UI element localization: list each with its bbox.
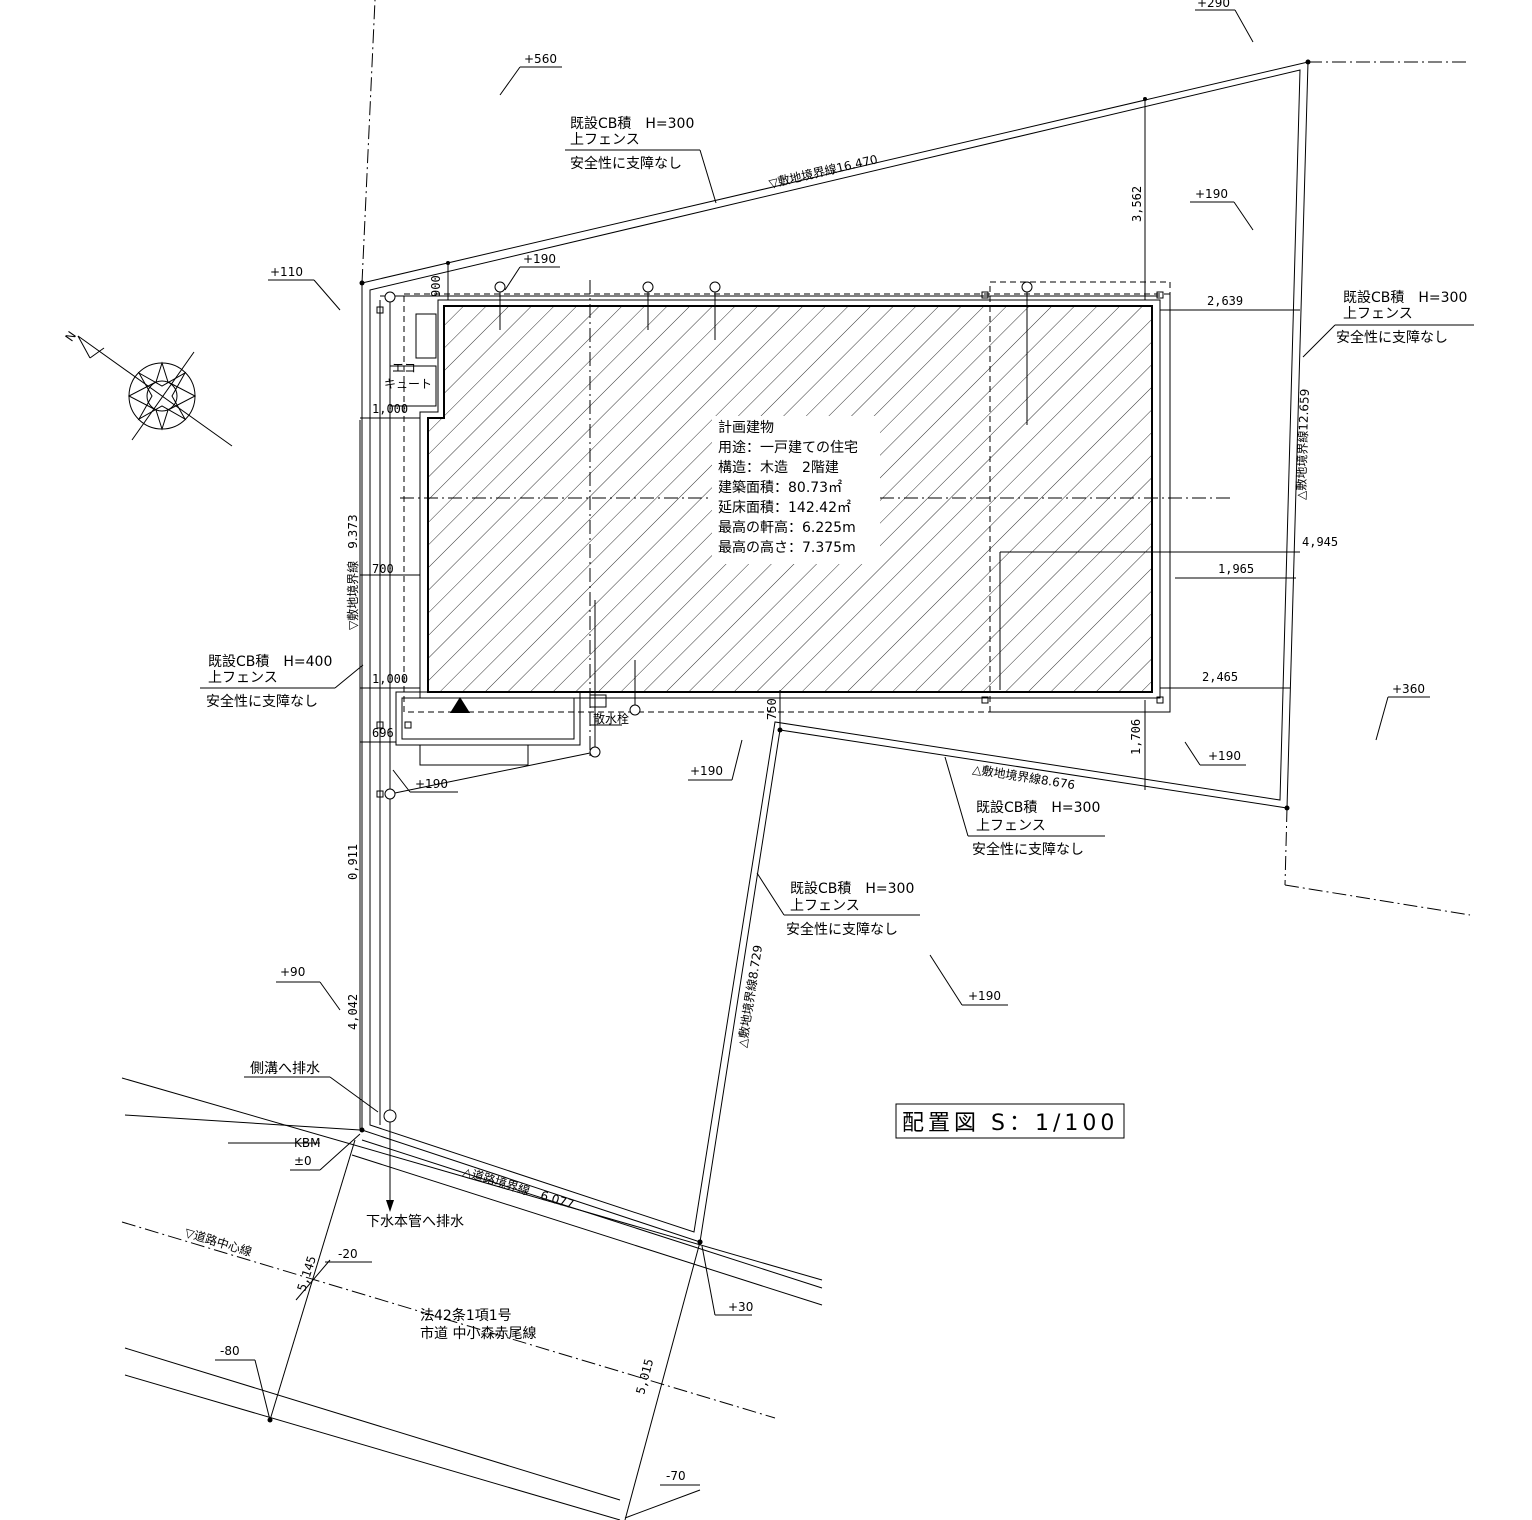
building-structure: 構造：木造 2階建 [718, 460, 839, 476]
svg-text:+190: +190 [415, 777, 448, 791]
svg-text:上フェンス: 上フェンス [208, 670, 278, 686]
building-title: 計画建物 [718, 420, 774, 436]
svg-text:1,965: 1,965 [1218, 562, 1254, 576]
fence-note-inner: 既設CB積 H=300 上フェンス 安全性に支障なし [786, 881, 914, 938]
svg-text:上フェンス: 上フェンス [570, 132, 640, 148]
neighbor-lines [359, 0, 1471, 1130]
svg-text:696: 696 [372, 726, 394, 740]
svg-text:+190: +190 [523, 252, 556, 266]
svg-text:-80: -80 [220, 1344, 240, 1358]
level-labels: +560 +290 +110 +190 +190 +360 +190 +190 … [220, 0, 1425, 1483]
building-info: 計画建物 用途：一戸建ての住宅 構造：木造 2階建 建築面積：80.73㎡ 延床… [718, 420, 858, 556]
kbm-level: ±0 [294, 1154, 312, 1168]
svg-text:750: 750 [765, 698, 779, 720]
svg-text:-20: -20 [338, 1247, 358, 1261]
floor-area: 延床面積：142.42㎡ [718, 500, 851, 516]
svg-text:安全性に支障なし: 安全性に支障なし [1336, 329, 1448, 346]
svg-text:安全性に支障なし: 安全性に支障なし [206, 693, 318, 710]
svg-text:+190: +190 [1195, 187, 1228, 201]
planned-building [400, 280, 1230, 760]
svg-text:+290: +290 [1197, 0, 1230, 10]
fence-note-north: 既設CB積 H=300 上フェンス 安全性に支障なし [570, 116, 694, 172]
drainage-pipes [376, 281, 1300, 1212]
misc-labels: 散水栓 側溝へ排水 下水本管へ排水 KBM ±0 法42条1項1号 市道 中小森… [250, 711, 629, 1342]
svg-text:既設CB積 H=300: 既設CB積 H=300 [790, 881, 914, 897]
svg-text:+560: +560 [524, 52, 557, 66]
svg-text:5,015: 5,015 [633, 1357, 656, 1396]
road-centerline: ▽道路中心線 [183, 1225, 254, 1260]
boundary-west: ▽敷地境界線 9.373 [345, 514, 360, 630]
svg-text:-70: -70 [666, 1469, 686, 1483]
eco-label-1: エコ [392, 361, 416, 375]
road [121, 1077, 823, 1520]
dimension-lines [295, 99, 1300, 1301]
svg-text:安全性に支障なし: 安全性に支障なし [786, 921, 898, 938]
north-arrow: N [62, 329, 233, 447]
building-use: 用途：一戸建ての住宅 [718, 439, 858, 456]
svg-text:+190: +190 [968, 989, 1001, 1003]
fence-note-west: 既設CB積 H=400 上フェンス 安全性に支障なし [206, 654, 332, 710]
svg-text:4,945: 4,945 [1302, 535, 1338, 549]
building-area: 建築面積：80.73㎡ [718, 480, 842, 496]
kbm-label: KBM [294, 1136, 320, 1150]
svg-text:2,639: 2,639 [1207, 294, 1243, 308]
road-name-label: 市道 中小森赤尾線 [420, 1325, 536, 1342]
drawing-title-text: 配置図 S：1/100 [902, 1111, 1118, 1136]
drain-to-sewer: 下水本管へ排水 [366, 1214, 464, 1230]
road-law-label: 法42条1項1号 [420, 1307, 512, 1324]
eco-cute-unit: エコ キュート [384, 313, 437, 407]
svg-text:1,000: 1,000 [372, 402, 408, 416]
eco-label-2: キュート [384, 377, 432, 391]
svg-text:+30: +30 [728, 1300, 753, 1314]
svg-text:+190: +190 [1208, 749, 1241, 763]
svg-text:既設CB積 H=300: 既設CB積 H=300 [570, 116, 694, 132]
svg-text:900: 900 [429, 275, 443, 297]
boundary-east: △敷地境界線12.659 [1293, 388, 1312, 500]
svg-text:+360: +360 [1392, 682, 1425, 696]
svg-text:上フェンス: 上フェンス [790, 898, 860, 914]
svg-text:1,706: 1,706 [1129, 719, 1143, 755]
fence-note-east: 既設CB積 H=300 上フェンス 安全性に支障なし [1336, 290, 1467, 346]
svg-text:0,911: 0,911 [346, 844, 360, 880]
svg-text:4,042: 4,042 [346, 994, 360, 1030]
svg-text:5,145: 5,145 [295, 1254, 319, 1293]
entrance-porch [395, 691, 607, 766]
svg-text:+110: +110 [270, 265, 303, 279]
drawing-title: 配置図 S：1/100 [895, 1103, 1125, 1139]
svg-text:3,562: 3,562 [1130, 186, 1144, 222]
svg-text:2,465: 2,465 [1202, 670, 1238, 684]
north-label: N [62, 329, 79, 344]
svg-text:1,000: 1,000 [372, 672, 408, 686]
svg-text:既設CB積 H=300: 既設CB積 H=300 [976, 800, 1100, 816]
sprinkler-label: 散水栓 [593, 711, 629, 726]
svg-text:上フェンス: 上フェンス [1343, 306, 1413, 322]
entrance-marker-icon [450, 697, 470, 713]
eave-height: 最高の軒高：6.225m [718, 519, 856, 536]
svg-text:既設CB積 H=300: 既設CB積 H=300 [1343, 290, 1467, 306]
svg-text:安全性に支障なし: 安全性に支障なし [570, 155, 682, 172]
fence-note-south: 既設CB積 H=300 上フェンス 安全性に支障なし [972, 800, 1100, 858]
svg-text:既設CB積 H=400: 既設CB積 H=400 [208, 654, 332, 670]
leader-lines [200, 9, 1474, 1486]
svg-text:+190: +190 [690, 764, 723, 778]
svg-text:安全性に支障なし: 安全性に支障なし [972, 841, 1084, 858]
svg-text:+90: +90 [280, 965, 305, 979]
svg-text:上フェンス: 上フェンス [976, 818, 1046, 834]
drain-to-gutter: 側溝へ排水 [250, 1061, 320, 1077]
boundary-north: ▽敷地境界線16.470 [767, 151, 879, 191]
max-height: 最高の高さ：7.375m [718, 539, 856, 556]
svg-text:700: 700 [372, 562, 394, 576]
